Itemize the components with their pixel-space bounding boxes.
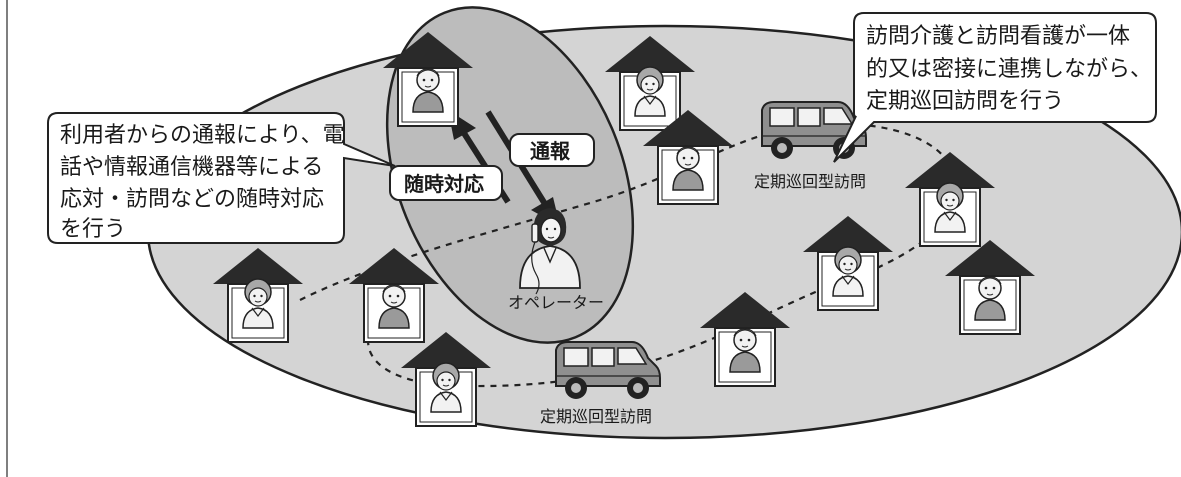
right-callout-line-1: 訪問介護と訪問看護が一体 xyxy=(866,24,1130,49)
right-callout-line-3: 定期巡回訪問を行う xyxy=(866,89,1064,114)
patrol-route xyxy=(299,122,957,388)
left-callout-line-3: 応対・訪問などの随時対応 xyxy=(60,187,324,212)
van-top-label: 定期巡回型訪問 xyxy=(754,172,866,191)
left-callout-line-4: を行う xyxy=(60,217,126,242)
zuiji-pill xyxy=(389,165,503,201)
left-callout-line-2: 話や情報通信機器等による xyxy=(60,155,323,180)
van-bottom-label: 定期巡回型訪問 xyxy=(540,407,652,426)
tsuho-pill xyxy=(509,133,595,167)
left-callout-line-1: 利用者からの通報により、電 xyxy=(60,123,345,148)
right-callout-line-2: 的又は密接に連携しながら、 xyxy=(866,57,1152,82)
right-callout-bubble xyxy=(833,12,1157,163)
zuiji-label: 随時対応 xyxy=(404,172,484,196)
left-callout-bubble xyxy=(47,112,396,244)
tsuho-label: 通報 xyxy=(530,139,571,163)
operator-label: オペレーター xyxy=(508,293,604,312)
operator-figure xyxy=(519,208,581,295)
